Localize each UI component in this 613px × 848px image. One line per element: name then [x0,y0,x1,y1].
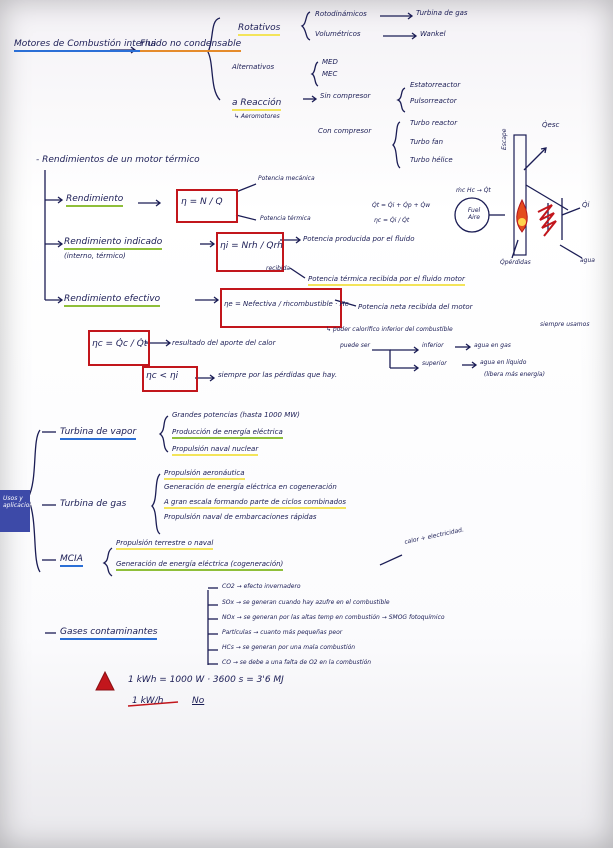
gas-item: Partículas → cuanto más pequeñas peor [222,630,342,637]
pot-producida-label: Potencia producida por el fluido [303,236,414,244]
eta-e-formula: ηe = Nefectiva / ṁcombustible · Hc [224,301,349,309]
eta-c-lt-formula: ηc < ηi [146,372,178,382]
eta-formula: η = N / Q [181,198,223,208]
gases-label: Gases contaminantes [60,628,157,640]
indicado-label: Rendimiento indicado [64,238,162,250]
tg-item: Propulsión naval de embarcaciones rápida… [164,514,317,522]
volumetricos-label: Volumétricos [315,31,361,39]
gas-item: CO → se debe a una falta de O2 en la com… [222,660,371,667]
qi-label: Q̇i [582,202,589,210]
turbohelice-label: Turbo hélice [410,157,453,165]
mhc-label: ṁc Hc → Q̇t [456,188,491,195]
aeromotores-label: ↳ Aeromotores [234,114,280,121]
kwh-equation: 1 kWh = 1000 W · 3600 s = 3'6 MJ [128,676,284,686]
flame-core [518,218,526,226]
eta-i-formula: ηi = Nrh / Qrh [220,242,283,252]
efectivo-label: Rendimiento efectivo [64,295,160,307]
sin-compresor-label: Sin compresor [320,93,370,101]
turbina-gas-label: Turbina de gas [416,10,468,18]
kwh-wrong: 1 kW/h [132,697,163,707]
warning-icon [96,672,114,690]
tg-item: A gran escala formando parte de ciclos c… [164,499,346,509]
turboreactor-label: Turbo reactor [410,120,457,128]
libera-label: (libera más energía) [484,372,545,379]
gas-item: CO2 → efecto invernadero [222,584,301,591]
gas-item: SOx → se generan cuando hay azufre en el… [222,600,390,607]
eta-c-equation: ηc = Q̇i / Q̇t [374,218,409,225]
gas-item: NOx → se generan por las altas temp en c… [222,615,445,622]
turbina-gas-usos-label: Turbina de gas [60,500,126,510]
siempre-label: siempre usamos [540,322,589,329]
perdidas-label: siempre por las pérdidas que hay. [218,372,368,380]
estatorreactor-label: Estatorreactor [410,82,460,90]
resultado-label: resultado del aporte del calor [172,340,312,348]
reaccion-label: a Reacción [232,99,281,111]
motores-label: Motores de Combustión interna [14,40,156,52]
turbina-vapor-label: Turbina de vapor [60,428,136,440]
poder-label: ↳ poder calorífico inferior del combusti… [326,327,453,334]
agua-gas-label: agua en gas [474,343,511,350]
mcia-label: MCIA [60,555,83,567]
mcia-item: Generación de energía eléctrica (cogener… [116,561,283,571]
recibida-label: recibida [266,266,290,273]
fuel-air-label: Fuel Aire [462,208,486,221]
tv-item: Propulsión naval nuclear [172,446,258,456]
superior-label: superior [422,361,447,368]
rotodinamicos-label: Rotodinámicos [315,11,367,19]
agua-label: agua [580,258,595,265]
fluido-label: Fluido no condensable [140,40,241,52]
tv-item: Grandes potencias (hasta 1000 MW) [172,412,300,420]
engine-diagram [455,135,582,258]
rotativos-label: Rotativos [238,24,280,36]
heat-exchanger-coil [538,205,556,236]
agua-liquido-label: agua en líquido [480,360,526,367]
eta-c-formula: ηc = Q̇c / Q̇t [92,340,147,350]
tg-item: Generación de energía eléctrica en cogen… [164,484,337,492]
rendimiento-label: Rendimiento [66,195,123,207]
pulsorreactor-label: Pulsorreactor [410,98,457,106]
inferior-label: inferior [422,343,444,350]
q-esc-label: Q̇esc [542,122,559,130]
escape-label: Escape [502,129,509,150]
gas-item: HCs → se generan por una mala combustión [222,645,355,652]
qt-equation: Q̇t = Q̇i + Q̇p + Q̇w [372,203,430,210]
kwh-no: No [192,697,204,707]
pot-neta-label: Potencia neta recibida del motor [358,304,473,312]
mec-label: MEC [322,71,337,79]
turbofan-label: Turbo fan [410,139,443,147]
mcia-item: Propulsión terrestre o naval [116,540,213,550]
tg-item: Propulsión aeronáutica [164,470,245,480]
usos-label: Usos y aplicaciones [3,496,29,509]
wankel-label: Wankel [420,31,446,39]
pot-termica-recibida-label: Potencia térmica recibida por el fluido … [308,276,465,286]
puede-ser-label: puede ser [340,343,370,350]
med-label: MED [322,59,338,67]
rendimientos-header: - Rendimientos de un motor térmico [36,156,200,166]
indicado-sub-label: (interno, térmico) [64,253,126,261]
alternativos-label: Alternativos [232,64,274,72]
pot-mecanica-label: Potencia mecánica [258,176,315,183]
pot-termica-label: Potencia térmica [260,216,311,223]
qperdidas-label: Q̇pérdidas [500,260,531,267]
con-compresor-label: Con compresor [318,128,371,136]
tv-item: Producción de energía eléctrica [172,429,283,439]
